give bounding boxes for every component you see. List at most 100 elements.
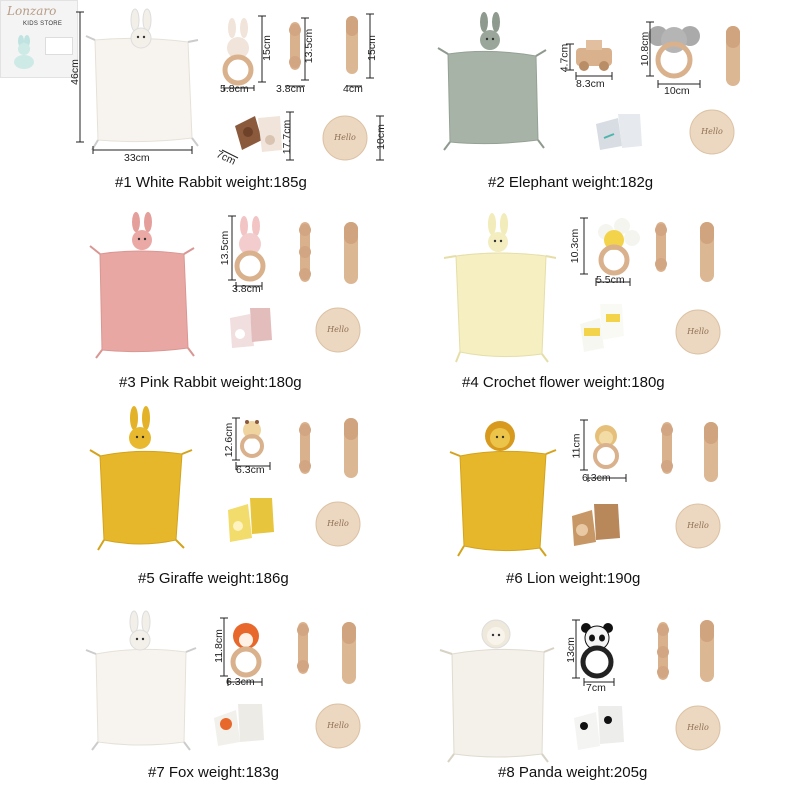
brand-thumbnail: Lonzaro KIDS STORE — [0, 0, 78, 78]
svg-text:Hello: Hello — [326, 325, 349, 334]
lovey-blanket-image — [449, 421, 557, 557]
product-image-panda: Hello — [439, 619, 721, 763]
product-weight: weight:185g — [225, 174, 307, 191]
product-image-white-rabbit: Hello — [76, 8, 384, 161]
flower-rattle-image — [598, 218, 640, 276]
product-card-panda[interactable]: Hello 13cm 7cm #8 Panda weight:205g — [400, 600, 800, 800]
wooden-stick-image — [299, 222, 311, 282]
product-card-pink-rabbit[interactable]: Hello 13.5cm 3.8cm #3 Pink Rabbit weight… — [0, 200, 400, 400]
rattle-width-label: 3.8cm — [232, 283, 261, 295]
car-height-label: 4.7cm — [558, 43, 571, 73]
lovey-blanket-image — [89, 212, 195, 359]
product-card-white-rabbit[interactable]: Hello 46cm 33cm 15cm 5.8cm 13.5cm 3.8cm … — [0, 0, 400, 200]
product-name: White Rabbit — [135, 174, 222, 191]
rattle-image — [240, 420, 264, 458]
brush-height-label: 15cm — [365, 35, 378, 61]
product-name: Elephant — [508, 174, 569, 191]
product-weight: weight:186g — [207, 570, 289, 587]
wooden-milestone-card-image: Hello — [675, 503, 721, 549]
product-number: #1 — [115, 174, 132, 191]
product-caption: #1 White Rabbit weight:185g — [115, 174, 307, 191]
stick-height-label: 13.5cm — [303, 28, 316, 64]
product-card-crochet-flower[interactable]: Hello 10.3cm 5.5cm #4 Crochet flower wei… — [400, 200, 800, 400]
rattle-height-label: 12.6cm — [223, 422, 236, 458]
product-image-crochet-flower: Hello — [443, 213, 721, 363]
wooden-stick-image — [297, 622, 309, 674]
product-number: #3 — [119, 374, 136, 391]
rattle-width-label: 10cm — [664, 85, 690, 97]
socks-image — [230, 308, 272, 348]
rattle-height-label: 15cm — [260, 35, 273, 61]
brush-width-label: 4cm — [343, 83, 363, 95]
socks-image — [228, 498, 274, 542]
product-number: #2 — [488, 174, 505, 191]
wooden-car-rattle-image — [576, 40, 612, 71]
rattle-height-label: 11.8cm — [212, 629, 225, 663]
wooden-brush-image — [342, 622, 356, 684]
lovey-blanket-image — [85, 610, 197, 751]
lovey-blanket-image — [89, 406, 193, 551]
rattle-width-label: 6.3cm — [236, 464, 265, 476]
product-caption: #5 Giraffe weight:186g — [138, 570, 289, 587]
product-image-lion: Hello — [449, 419, 721, 557]
svg-text:Hello: Hello — [686, 521, 709, 530]
wooden-stick-image — [661, 422, 673, 474]
svg-text:Hello: Hello — [686, 723, 709, 732]
product-weight: weight:190g — [559, 570, 641, 587]
product-number: #4 — [462, 374, 479, 391]
rattle-width-label: 5.5cm — [596, 274, 625, 286]
svg-text:Hello: Hello — [700, 127, 723, 136]
product-name: Fox — [168, 764, 194, 781]
product-weight: weight:183g — [198, 764, 279, 781]
wooden-brush-image — [726, 26, 740, 86]
rattle-height-label: 13.5cm — [219, 230, 232, 266]
socks-image — [580, 304, 624, 352]
wooden-milestone-card-image: Hello — [675, 705, 721, 751]
product-image-elephant: Hello — [437, 12, 740, 155]
svg-text:Hello: Hello — [326, 519, 349, 528]
product-number: #5 — [138, 570, 155, 587]
rattle-image — [230, 623, 262, 678]
wooden-stick-image — [289, 22, 301, 70]
product-caption: #4 Crochet flower weight:180g — [462, 374, 665, 391]
rattle-image — [593, 425, 619, 469]
stick-width-label: 3.8cm — [276, 83, 305, 95]
wooden-brush-image — [346, 16, 358, 74]
product-caption: #3 Pink Rabbit weight:180g — [119, 374, 302, 391]
wooden-brush-image — [700, 620, 714, 682]
socks-image — [596, 114, 642, 150]
elephant-rattle-image — [648, 26, 700, 79]
rattle-height-label: 13cm — [564, 637, 577, 663]
product-caption: #8 Panda weight:205g — [498, 764, 647, 781]
product-name: Crochet flower — [482, 374, 580, 391]
brand-bunny-image — [14, 35, 34, 69]
product-weight: weight:182g — [572, 174, 654, 191]
product-card-giraffe[interactable]: Hello 12.6cm 6.3cm #5 Giraffe weight:186… — [0, 400, 400, 600]
product-card-elephant[interactable]: Hello 4.7cm 8.3cm 10.8cm 10cm #2 Elephan… — [400, 0, 800, 200]
product-card-lion[interactable]: Hello 11cm 6.3cm #6 Lion weight:190g — [400, 400, 800, 600]
product-image-giraffe: Hello — [89, 406, 361, 551]
rattle-height-label: 10.3cm — [569, 228, 582, 264]
product-caption: #6 Lion weight:190g — [506, 570, 640, 587]
car-width-label: 8.3cm — [576, 78, 605, 90]
socks-image — [572, 504, 620, 546]
rattle-width-label: 5.8cm — [220, 83, 249, 95]
product-card-fox[interactable]: Hello 11.8cm 6.3cm #7 Fox weight:183g — [0, 600, 400, 800]
brand-card-image — [45, 37, 73, 55]
product-name: Pink Rabbit — [139, 374, 217, 391]
rattle-height-label: 11cm — [570, 433, 583, 459]
product-weight: weight:205g — [566, 764, 648, 781]
wooden-brush-image — [704, 422, 718, 482]
product-image-fox: Hello — [85, 610, 361, 751]
product-weight: weight:180g — [583, 374, 665, 391]
wooden-brush-image — [344, 418, 358, 478]
lovey-blanket-image — [437, 12, 547, 151]
rattle-width-label: 6.3cm — [582, 472, 611, 484]
product-name: Giraffe — [158, 570, 204, 587]
wooden-milestone-card-image: Hello — [689, 109, 735, 155]
lovey-blanket-image — [439, 619, 555, 763]
lovey-blanket-image — [443, 213, 557, 363]
wooden-milestone-card-image: Hello — [315, 307, 361, 353]
wooden-stick-image — [299, 422, 311, 474]
product-name: Lion — [526, 570, 556, 587]
